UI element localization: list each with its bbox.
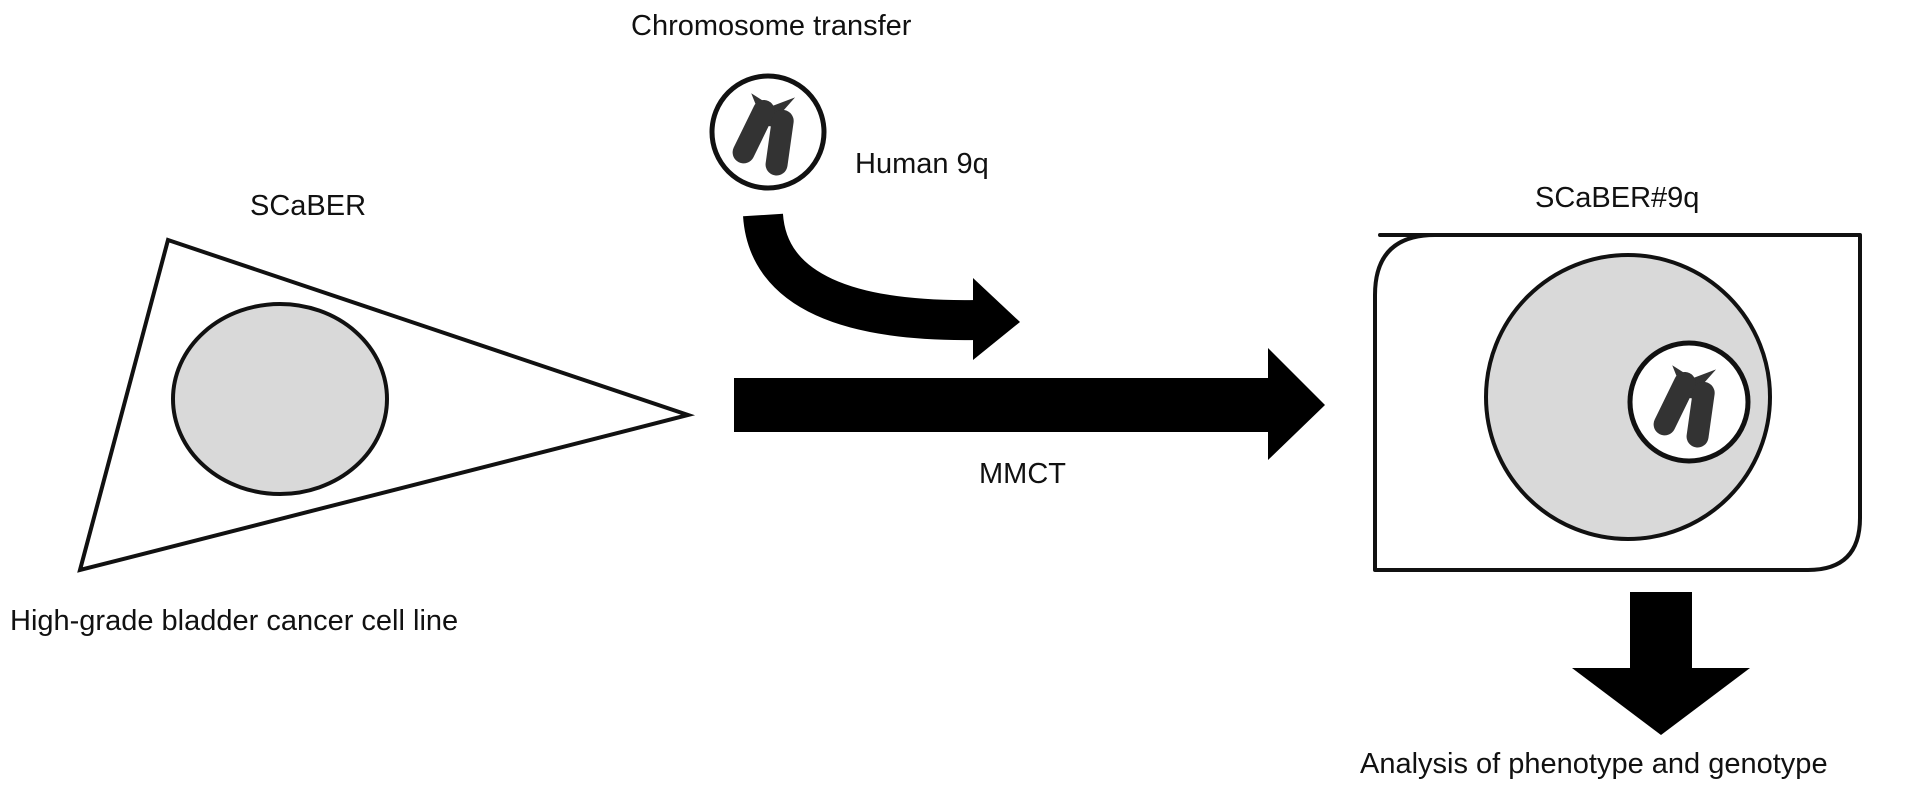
inserted-chromosome-icon [1653,365,1717,448]
scaber-label: SCaBER [250,190,367,222]
scaber9q-label: SCaBER#9q [1535,182,1700,214]
microcell-donor [709,73,827,191]
human-9q-label: Human 9q [855,148,989,180]
analysis-label: Analysis of phenotype and genotype [1360,748,1828,780]
analysis-arrow [1572,592,1750,735]
scaber-cell [77,237,696,573]
cell-line-description: High-grade bladder cancer cell line [10,605,459,637]
scaber-nucleus [171,302,389,496]
chromosome-icon [732,93,796,176]
mmct-label: MMCT [979,458,1066,490]
scaber9q-cell [1373,233,1862,572]
curved-transfer-arrow [743,212,1020,360]
chromosome-transfer-label: Chromosome transfer [631,10,912,42]
mmct-arrow [734,348,1325,460]
